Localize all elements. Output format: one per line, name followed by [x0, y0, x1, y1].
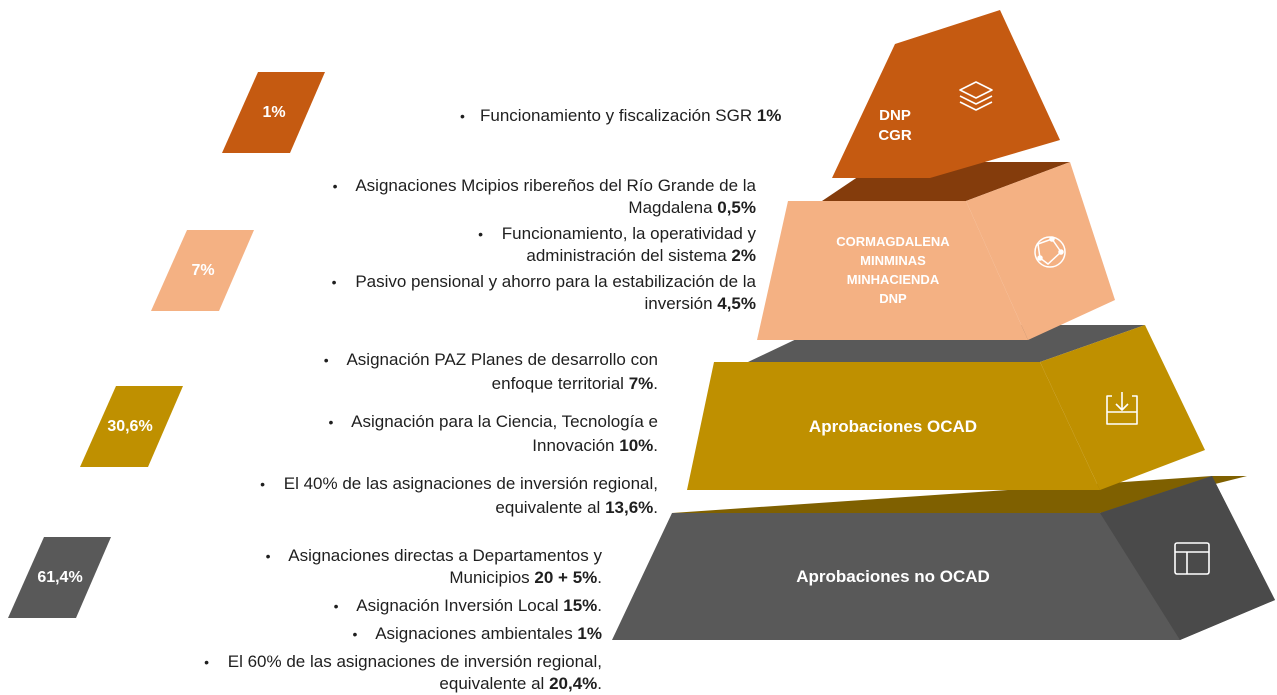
bullet-text: El 40% de las asignaciones de inversión … — [283, 474, 658, 517]
bullet-item: Asignación Inversión Local 15%. — [150, 595, 602, 617]
bullet-value: 0,5% — [717, 198, 756, 217]
tier-4-bullets: Asignaciones directas a Departamentos y … — [150, 545, 602, 695]
tag-4-shape — [8, 537, 111, 618]
tier-2-front-face — [757, 201, 1028, 340]
bullet-value: 1% — [577, 624, 602, 643]
bullet-text: Asignación Inversión Local — [356, 596, 564, 615]
bullet-tail: . — [653, 436, 658, 455]
bullet-text: Funcionamiento y fiscalización SGR — [480, 106, 757, 125]
bullet-text: Asignaciones Mcipios ribereños del Río G… — [355, 176, 756, 217]
bullet-item: Asignación PAZ Planes de desarrollo con … — [212, 348, 658, 396]
bullet-tail: . — [597, 568, 602, 587]
bullet-item: Asignaciones ambientales 1% — [150, 623, 602, 645]
tier-3-front-face — [687, 362, 1100, 490]
bullet-value: 4,5% — [717, 294, 756, 313]
tier-1-face — [832, 10, 1060, 178]
percent-tag-3: 30,6% — [107, 418, 153, 435]
bullet-value: 7% — [628, 374, 654, 393]
globe-network-icon — [1034, 236, 1066, 268]
tier-2-line-2: MINMINAS — [860, 253, 926, 268]
tier-1-bullets: Funcionamiento y fiscalización SGR 1% — [460, 105, 840, 127]
bullet-text: Asignación PAZ Planes de desarrollo con … — [346, 350, 658, 393]
bullet-item: Funcionamiento y fiscalización SGR 1% — [460, 105, 840, 127]
bullet-value: 1% — [756, 106, 782, 125]
bullet-item: El 60% de las asignaciones de inversión … — [150, 651, 602, 695]
bullet-value: 10% — [619, 436, 654, 455]
bullet-tail: . — [597, 596, 602, 615]
bullet-item: Asignación para la Ciencia, Tecnología e… — [212, 410, 658, 458]
bullet-text: Funcionamiento, la operatividad y admini… — [501, 224, 756, 265]
tier-3-label: Aprobaciones OCAD — [760, 414, 1026, 440]
inbox-download-icon — [1106, 392, 1138, 425]
bullet-text: Asignaciones ambientales — [375, 624, 578, 643]
bullet-tail: . — [653, 374, 658, 393]
tier-2-bullets: Asignaciones Mcipios ribereños del Río G… — [310, 175, 756, 315]
tag-3-shape — [80, 386, 183, 467]
bullet-item: Funcionamiento, la operatividad y admini… — [310, 223, 756, 267]
tag-2-shape — [151, 230, 254, 311]
tier-3-line-1: Aprobaciones OCAD — [808, 417, 978, 436]
tier-2-side-face — [966, 162, 1115, 340]
tier-4-label: Aprobaciones no OCAD — [740, 564, 1046, 590]
layout-panels-icon — [1174, 542, 1210, 575]
bullet-tail: . — [653, 498, 658, 517]
bullet-value: 13,6% — [605, 498, 654, 517]
bullet-tail: . — [597, 674, 602, 693]
bullet-text: Pasivo pensional y ahorro para la estabi… — [355, 272, 756, 313]
tier-1-label: DNP CGR — [862, 104, 928, 148]
bullet-item: Pasivo pensional y ahorro para la estabi… — [310, 271, 756, 315]
tier-4-line-1: Aprobaciones no OCAD — [796, 567, 990, 586]
bullet-value: 20 + 5% — [534, 568, 598, 587]
bullet-item: Asignaciones Mcipios ribereños del Río G… — [310, 175, 756, 219]
percent-tag-4: 61,4% — [37, 569, 83, 586]
tag-1-shape — [222, 72, 325, 153]
bullet-text: El 60% de las asignaciones de inversión … — [227, 652, 602, 693]
bullet-value: 2% — [731, 246, 756, 265]
layers-icon — [959, 81, 993, 111]
tier-1-line-1: DNP — [879, 107, 911, 124]
tier-1-line-2: CGR — [878, 127, 912, 144]
percent-tag-1: 1% — [262, 104, 286, 121]
bullet-value: 20,4% — [549, 674, 598, 693]
tier-3-bullets: Asignación PAZ Planes de desarrollo con … — [212, 348, 658, 520]
percent-tag-2: 7% — [191, 262, 215, 279]
tier-2-line-3: MINHACIENDA — [846, 272, 940, 287]
bullet-item: Asignaciones directas a Departamentos y … — [150, 545, 602, 589]
bullet-item: El 40% de las asignaciones de inversión … — [212, 472, 658, 520]
bullet-value: 15% — [563, 596, 598, 615]
tier-2-line-4: DNP — [879, 291, 907, 306]
bullet-text: Asignación para la Ciencia, Tecnología e… — [351, 412, 658, 455]
tier-2-label: CORMAGDALENA MINMINAS MINHACIENDA DNP — [818, 230, 968, 310]
tier-2-line-1: CORMAGDALENA — [836, 234, 950, 249]
bullet-text: Asignaciones directas a Departamentos y … — [288, 546, 602, 587]
